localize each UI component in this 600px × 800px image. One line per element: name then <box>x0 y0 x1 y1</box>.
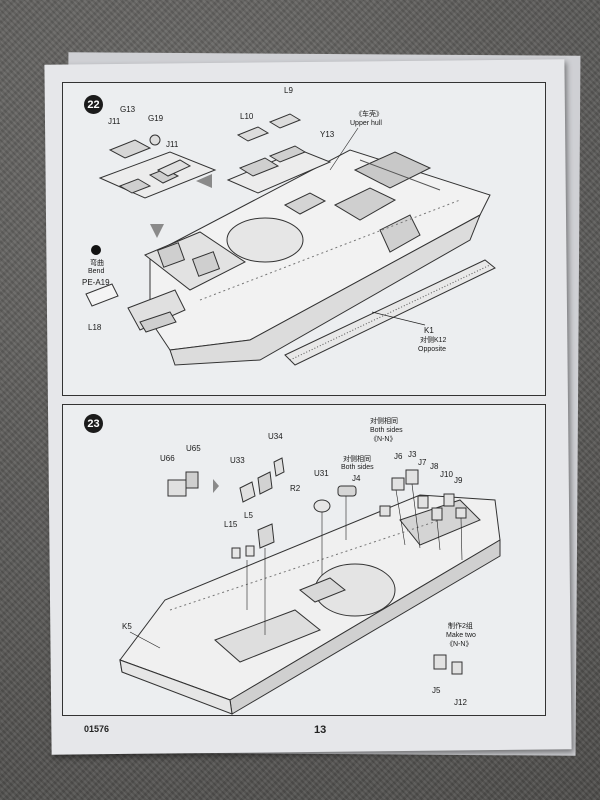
upper-hull-label-en: Upper hull <box>350 120 382 127</box>
part-label-g13: G13 <box>120 105 136 114</box>
make-two-en: Make two <box>446 632 476 639</box>
part-label-u33: U33 <box>230 456 245 465</box>
part-label-r2: R2 <box>290 484 301 493</box>
l15-l5-parts <box>231 523 275 559</box>
part-label-j11-right: J11 <box>166 140 179 149</box>
part-label-u34: U34 <box>268 432 283 441</box>
part-label-j9: J9 <box>454 476 463 485</box>
hatch-panel-attaching <box>144 231 246 291</box>
step-23-leaders <box>129 483 463 649</box>
part-label-j3: J3 <box>408 450 417 459</box>
part-label-l9: L9 <box>284 86 293 95</box>
part-label-j12: J12 <box>454 698 467 707</box>
part-label-k1: K1 <box>424 326 434 335</box>
j5-j12-parts <box>433 654 463 675</box>
r2-u31-parts <box>313 485 357 513</box>
part-label-l15: L15 <box>224 520 238 529</box>
part-label-j6: J6 <box>394 452 403 461</box>
step-22-badge: 22 <box>84 95 103 114</box>
part-label-pe-a19: PE-A19 <box>82 278 110 287</box>
k5-plate <box>119 659 233 715</box>
part-label-j7: J7 <box>418 458 427 467</box>
part-label-j5: J5 <box>432 686 441 695</box>
part-label-u65: U65 <box>186 444 201 453</box>
step-23-badge: 23 <box>84 414 103 433</box>
hatch-subassembly-right <box>226 113 332 194</box>
arrow-down-icon <box>150 224 164 238</box>
part-label-y13: Y13 <box>320 130 335 139</box>
part-label-j4: J4 <box>352 474 361 483</box>
both-sides-top-en: Both sides <box>370 427 403 434</box>
opposite-label-en: Opposite <box>418 346 447 353</box>
page-number: 13 <box>314 724 327 736</box>
part-label-l10: L10 <box>240 112 254 121</box>
n-n-top: 《N-N》 <box>370 436 397 443</box>
n-n-bottom: 《N-N》 <box>446 641 473 648</box>
both-sides-mid-en: Both sides <box>341 464 374 471</box>
both-sides-top-cn: 对侧相同 <box>370 418 398 425</box>
part-label-j10: J10 <box>440 470 453 479</box>
bend-label-en: Bend <box>88 268 105 275</box>
arrow-right-icon <box>213 479 219 493</box>
j-parts-cluster <box>379 469 467 521</box>
front-detail <box>85 283 186 333</box>
upper-hull-label-cn: 《车壳》 <box>355 111 383 118</box>
k1-leader <box>371 311 426 326</box>
part-label-u31: U31 <box>314 469 329 478</box>
both-sides-mid-cn: 对侧相同 <box>343 456 371 463</box>
upper-hull-leader <box>329 127 359 171</box>
bend-icon <box>91 245 101 255</box>
part-label-l18: L18 <box>88 323 102 332</box>
part-label-g19: G19 <box>148 114 164 123</box>
k1-rail <box>284 259 496 366</box>
upper-hull-illustration <box>149 149 491 366</box>
part-label-u66: U66 <box>160 454 175 463</box>
u33-u34-part <box>239 457 285 503</box>
make-two-cn: 制作2组 <box>448 623 473 630</box>
part-label-j8: J8 <box>430 462 439 471</box>
part-label-l5: L5 <box>244 511 253 520</box>
hatch-subassembly-left <box>98 134 217 199</box>
part-label-k5: K5 <box>122 622 132 631</box>
bend-label-cn: 弯曲 <box>90 260 104 267</box>
opposite-label-cn: 对侧K12 <box>420 337 447 344</box>
arrow-left-icon <box>196 174 212 188</box>
u66-u65-part <box>167 471 199 497</box>
part-label-j11-left: J11 <box>108 117 121 126</box>
product-code: 01576 <box>84 724 110 734</box>
